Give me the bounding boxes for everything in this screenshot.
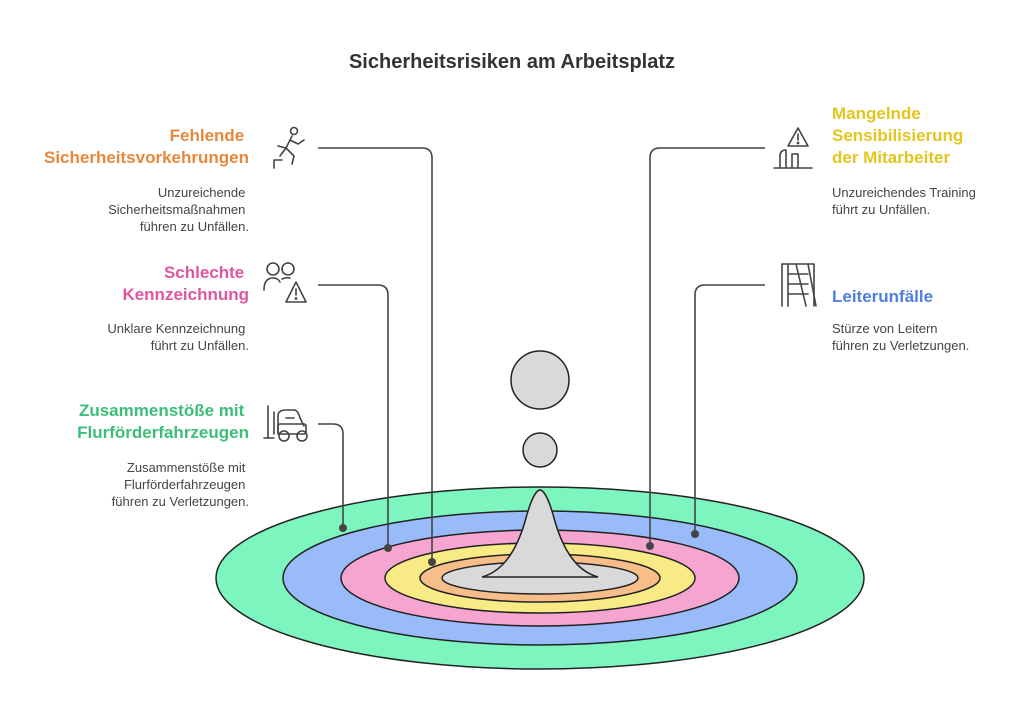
risk-description: Unzureichende Sicherheitsmaßnahmen führe… — [108, 185, 249, 234]
connector-leiter — [694, 284, 765, 534]
connector-mangelnde — [649, 147, 765, 546]
connector-dot-fehlende — [428, 558, 436, 566]
connector-schlechte — [318, 284, 389, 548]
risk-heading: Leiterunfälle — [832, 287, 933, 306]
hazard-warning-icon — [773, 127, 813, 169]
risk-heading: Fehlende Sicherheitsvorkehrungen — [44, 126, 249, 167]
splash-drop-small — [522, 432, 558, 468]
connector-zusammenstoesse — [318, 423, 344, 528]
risk-description: Stürze von Leitern führen zu Verletzunge… — [832, 321, 969, 353]
risk-description: Unzureichendes Training führt zu Unfälle… — [832, 185, 979, 217]
risk-description: Unklare Kennzeichnung führt zu Unfällen. — [107, 321, 249, 353]
risk-heading: Zusammenstöße mit Flurförderfahrzeugen — [77, 401, 249, 442]
connectors — [318, 147, 765, 566]
splash-peak — [481, 489, 599, 578]
ladder-icon — [781, 263, 817, 307]
risk-heading: Schlechte Kennzeichnung — [122, 263, 249, 304]
ring-stack — [215, 486, 865, 670]
risk-leiter: Leiterunfälle Stürze von Leitern führen … — [832, 287, 969, 353]
risk-heading: Mangelnde Sensibilisierung der Mitarbeit… — [832, 104, 968, 167]
risk-fehlende: Fehlende Sicherheitsvorkehrungen Unzurei… — [44, 126, 249, 234]
connector-dot-schlechte — [384, 544, 392, 552]
connector-dot-zusammenstoesse — [339, 524, 347, 532]
connector-fehlende — [318, 147, 433, 562]
risk-zusammenstoesse: Zusammenstöße mit Flurförderfahrzeugen Z… — [77, 401, 249, 509]
risk-description: Zusammenstöße mit Flurförderfahrzeugen f… — [112, 460, 249, 509]
people-warning-icon — [263, 262, 307, 303]
connector-dot-leiter — [691, 530, 699, 538]
connector-dot-mangelnde — [646, 542, 654, 550]
forklift-icon — [263, 405, 308, 442]
splash-drop-large — [510, 350, 570, 410]
risk-schlechte: Schlechte Kennzeichnung Unklare Kennzeic… — [107, 263, 249, 353]
falling-person-icon — [273, 126, 305, 169]
page-title: Sicherheitsrisiken am Arbeitsplatz — [349, 51, 675, 73]
risk-mangelnde: Mangelnde Sensibilisierung der Mitarbeit… — [832, 104, 979, 217]
